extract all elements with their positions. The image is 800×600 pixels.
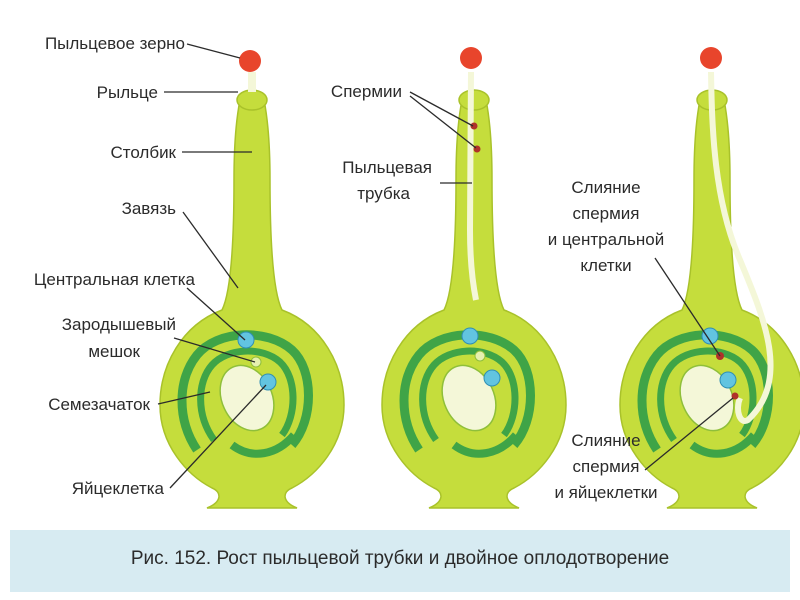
label-style: Столбик <box>110 143 176 162</box>
pollen-grain <box>239 50 261 72</box>
label-fusion-egg-line3: и яйцеклетки <box>554 483 657 502</box>
label-fusion-central-line2: спермия <box>572 204 639 223</box>
pistil-body <box>160 90 344 508</box>
pistil-pollen-tube-growth <box>382 47 566 508</box>
pollen-tube <box>708 71 774 424</box>
label-pollen-grain: Пыльцевое зерно <box>45 34 185 53</box>
label-stigma: Рыльце <box>97 83 158 102</box>
label-fusion-central-line4: клетки <box>580 256 631 275</box>
label-ovary: Завязь <box>122 199 177 218</box>
label-fusion-egg-line2: спермия <box>572 457 639 476</box>
label-central-cell: Центральная клетка <box>34 270 196 289</box>
stigma-channel <box>248 72 256 92</box>
label-fusion-egg-line1: Слияние <box>571 431 640 450</box>
pistil-before-fertilization <box>160 50 344 508</box>
sperm-egg-fusion <box>731 392 739 400</box>
central-cell-nucleus <box>701 327 719 345</box>
pistil-body <box>620 90 800 508</box>
leader-lines <box>157 43 734 489</box>
label-sperms: Спермии <box>331 82 402 101</box>
label-embryo-sac-line1: Зародышевый <box>62 315 176 334</box>
sperm-cell-1 <box>470 122 478 130</box>
central-cell-nucleus-2 <box>250 356 262 368</box>
egg-cell-nucleus <box>719 371 737 389</box>
label-pollen-tube-line2: трубка <box>357 184 410 203</box>
label-pollen-tube-line1: Пыльцевая <box>342 158 432 177</box>
pollen-grain <box>700 47 722 69</box>
central-cell-nucleus-2 <box>474 350 486 362</box>
labels: Пыльцевое зерно Рыльце Столбик Завязь Це… <box>34 34 664 502</box>
central-cell-nucleus <box>461 327 479 345</box>
egg-cell-nucleus <box>483 369 501 387</box>
pollen-tube <box>466 71 479 301</box>
pistil-double-fertilization <box>620 47 800 508</box>
label-embryo-sac-line2: мешок <box>88 342 140 361</box>
label-egg-cell: Яйцеклетка <box>72 479 165 498</box>
caption-bar <box>10 530 790 592</box>
pollen-grain <box>460 47 482 69</box>
label-fusion-central-line1: Слияние <box>571 178 640 197</box>
figure-caption: Рис. 152. Рост пыльцевой трубки и двойно… <box>130 548 670 569</box>
central-cell-nucleus <box>237 331 255 349</box>
egg-cell-nucleus <box>259 373 277 391</box>
label-fusion-central-line3: и центральной <box>548 230 664 249</box>
label-ovule: Семезачаток <box>48 395 150 414</box>
